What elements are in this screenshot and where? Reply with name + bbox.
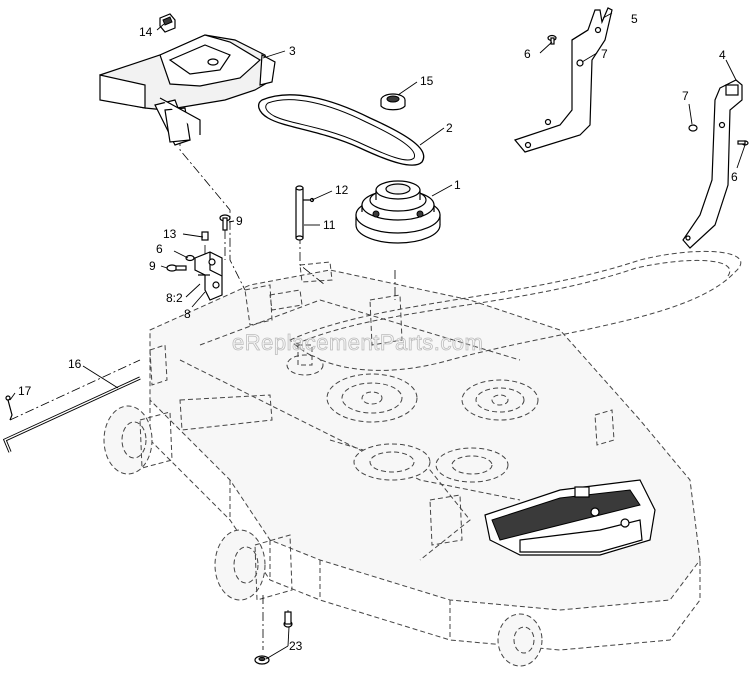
- callout-leaders: [9, 12, 746, 660]
- cotter-pin-part-17: [5, 395, 13, 421]
- deflector-bracket-part-4: [682, 79, 743, 249]
- callout-1: 1: [454, 178, 461, 192]
- belt-cover: [99, 34, 276, 146]
- idler-bracket: [194, 251, 223, 301]
- callout-12: 12: [335, 183, 349, 197]
- callout-15: 15: [420, 74, 434, 88]
- adjust-rod: [2, 376, 141, 453]
- callout-17: 17: [18, 384, 32, 398]
- callout-7-top: 7: [601, 47, 608, 61]
- pivot-pin: [295, 185, 315, 241]
- nut-part-23: [254, 611, 293, 665]
- pulley-cap: [380, 93, 406, 111]
- bolt-part-6-right: [737, 140, 749, 146]
- nut-part-7-right: [688, 124, 698, 132]
- clip-part-14: [159, 13, 176, 33]
- bolt-part-6-upper: [547, 34, 557, 45]
- callout-4: 4: [719, 48, 726, 62]
- callout-23: 23: [289, 639, 303, 653]
- callout-8: 8: [184, 307, 191, 321]
- callout-14: 14: [139, 25, 153, 39]
- callout-9-lower: 9: [149, 259, 156, 273]
- deflector-bracket-part-5: [513, 7, 613, 153]
- spacer-part-13: [201, 231, 209, 241]
- callout-6-bracket: 6: [156, 242, 163, 256]
- callout-9-upper: 9: [236, 214, 243, 228]
- mower-deck: [103, 250, 742, 667]
- bolt-part-9-lower: [166, 264, 187, 272]
- bolt-part-9-upper: [219, 214, 231, 231]
- drive-pulley: [355, 180, 441, 244]
- callout-3: 3: [289, 44, 296, 58]
- callout-6-top: 6: [524, 47, 531, 61]
- callout-8-2: 8:2: [166, 291, 183, 305]
- watermark-text: eReplacementParts.com: [232, 330, 483, 355]
- callout-labels: 1 2 3 4 5 6 6 6 7 7 8 8:2 9 9 11 12 13 1…: [18, 12, 738, 653]
- drive-belt: [257, 94, 425, 166]
- callout-7-right: 7: [682, 89, 689, 103]
- callout-2: 2: [446, 121, 453, 135]
- callout-11: 11: [323, 218, 336, 232]
- deck-cover-plate: [484, 479, 656, 556]
- nut-part-6-bracket: [185, 254, 195, 262]
- callout-6-right: 6: [731, 170, 738, 184]
- callout-5: 5: [631, 12, 638, 26]
- callout-16: 16: [68, 357, 82, 371]
- callout-13: 13: [163, 227, 177, 241]
